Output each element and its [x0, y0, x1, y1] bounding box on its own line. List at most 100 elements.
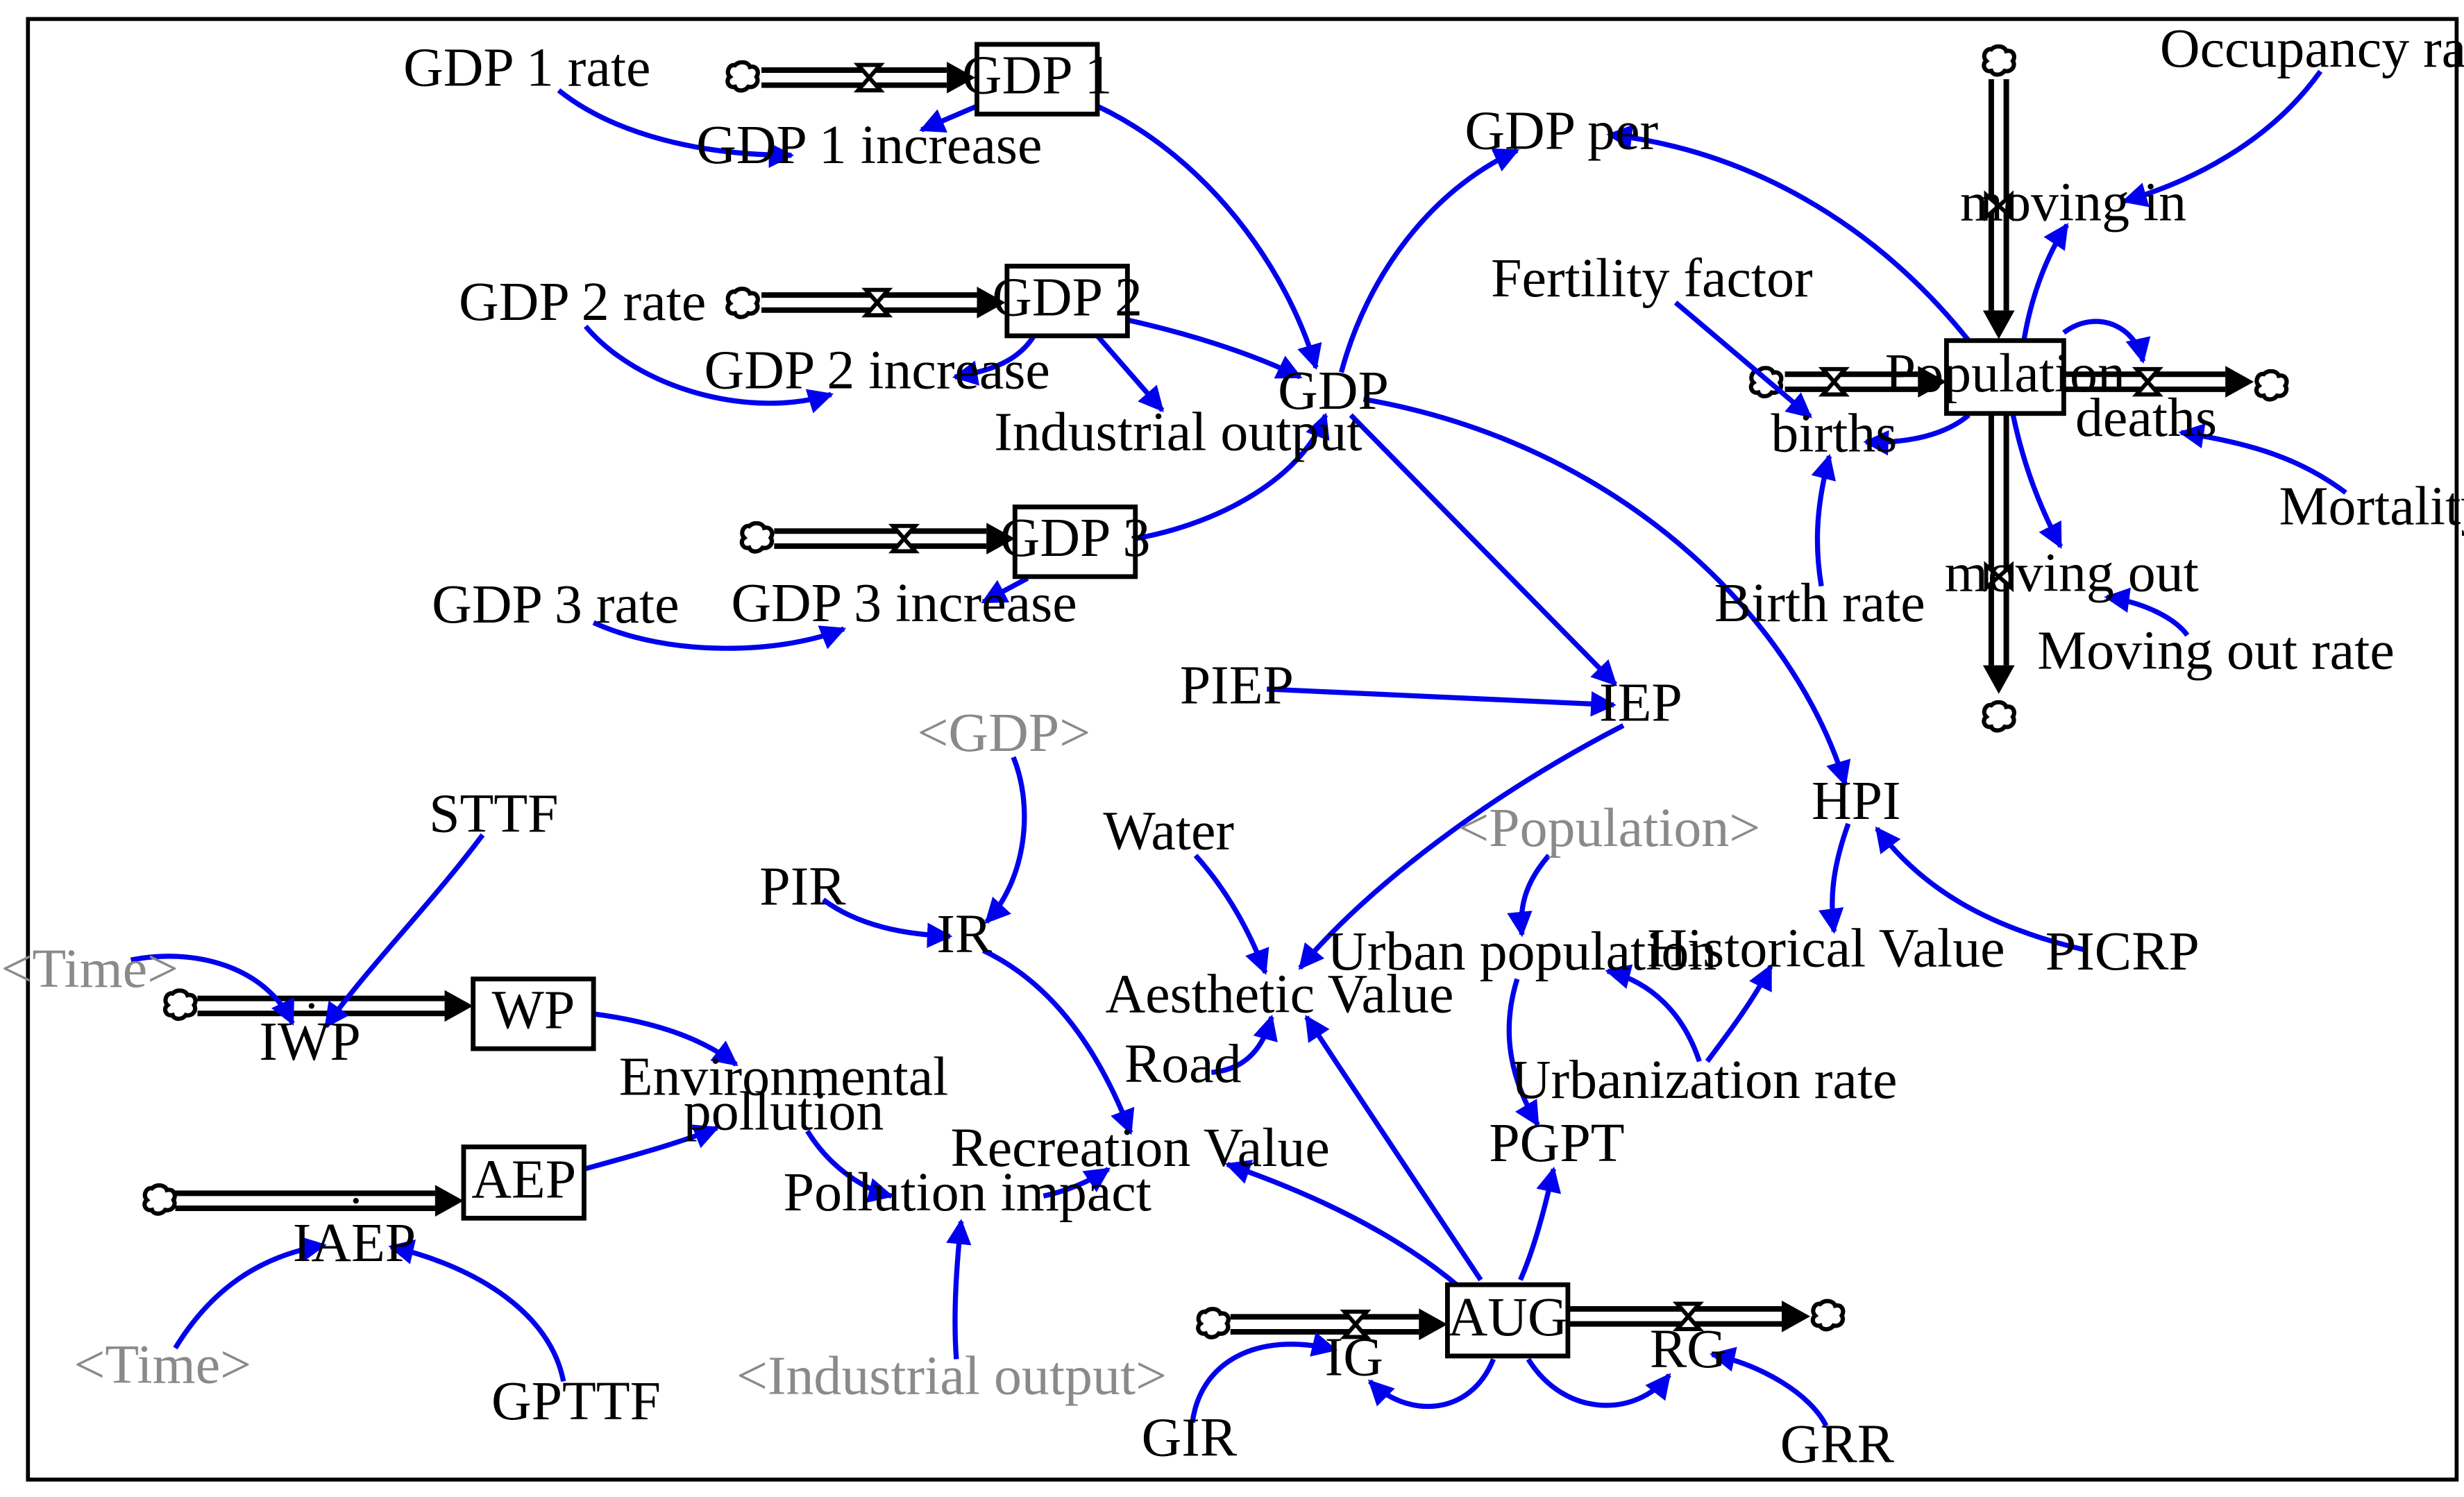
- link-movingoutrate-movingout: [2104, 587, 2190, 637]
- var-iep[interactable]: IEP: [1599, 673, 1682, 734]
- var-water[interactable]: Water: [1103, 801, 1234, 862]
- valve-ig: [1340, 1309, 1372, 1339]
- link-aug-rg: [1526, 1358, 1671, 1408]
- link-gdp1rate-gdp1increase: [557, 88, 795, 168]
- shadow-population[interactable]: <Population>: [1458, 797, 1760, 859]
- var-urban-population[interactable]: Urban population: [1327, 921, 1716, 982]
- var-gdp3-rate[interactable]: GDP 3 rate: [432, 574, 679, 635]
- var-urbanization-rate[interactable]: Urbanization rate: [1511, 1049, 1898, 1110]
- var-gir[interactable]: GIR: [1142, 1407, 1238, 1469]
- link-urbanpopulation-pgpt: [1506, 978, 1540, 1127]
- link-population-movingout: [2010, 414, 2064, 549]
- flow-moving-in[interactable]: moving in: [1960, 171, 2186, 232]
- link-fertility-births: [1673, 301, 1812, 419]
- link-gdp3rate-gdp3increase: [592, 620, 847, 651]
- shadow-time-1[interactable]: <Time>: [1, 938, 178, 999]
- flow-gdp3-increase[interactable]: GDP 3 increase: [731, 573, 1077, 634]
- var-aesthetic-value[interactable]: Aesthetic Value: [1105, 964, 1453, 1025]
- link-gdp2-industrialoutput: [1095, 334, 1165, 412]
- flow-ig[interactable]: IG: [1325, 1326, 1383, 1387]
- flow-iwp[interactable]: IWP: [259, 1011, 360, 1072]
- var-industrial-output[interactable]: Industrial output: [994, 401, 1362, 462]
- var-fertility-factor[interactable]: Fertility factor: [1491, 248, 1813, 309]
- flow-rg[interactable]: RG: [1650, 1319, 1727, 1380]
- link-population-deaths: [2062, 319, 2151, 364]
- link-gdp3-gdp3increase: [981, 575, 1029, 604]
- var-environmental-pollution[interactable]: Environmental pollution: [619, 1046, 949, 1142]
- var-gdp[interactable]: GDP: [1278, 360, 1389, 421]
- var-historical-value[interactable]: Historical Value: [1647, 917, 2005, 979]
- link-gdp2-gdp2increase: [952, 334, 1036, 386]
- cloud-icon: [727, 289, 757, 317]
- var-sttf[interactable]: STTF: [429, 783, 558, 844]
- var-grr[interactable]: GRR: [1780, 1414, 1895, 1475]
- stock-gdp3[interactable]: GDP 3: [1000, 504, 1151, 580]
- cloud-icon: [1813, 1301, 1843, 1330]
- var-pir[interactable]: PIR: [759, 856, 846, 917]
- valve-gdp1-increase: [853, 62, 885, 93]
- stock-aug[interactable]: AUG: [1445, 1282, 1571, 1359]
- valve-moving-in: [1984, 190, 2014, 222]
- cloud-icon: [1198, 1309, 1228, 1337]
- var-pgpt[interactable]: PGPT: [1489, 1113, 1624, 1174]
- var-piep[interactable]: PIEP: [1180, 655, 1294, 716]
- flow-gdp2-increase[interactable]: GDP 2 increase: [704, 339, 1050, 400]
- flow-births[interactable]: births: [1771, 403, 1897, 464]
- cloud-icon: [1984, 46, 2014, 75]
- shadow-gdp[interactable]: <GDP>: [917, 702, 1090, 763]
- var-gdp2-rate[interactable]: GDP 2 rate: [459, 271, 706, 332]
- valve-moving-out: [1984, 561, 2014, 593]
- link-wp-environmentalpollution: [593, 1011, 739, 1067]
- var-occupancy-rate[interactable]: Occupancy rate: [2160, 18, 2464, 79]
- var-gdp1-rate[interactable]: GDP 1 rate: [403, 37, 650, 98]
- stock-wp-label: WP: [491, 979, 575, 1040]
- var-moving-out-rate[interactable]: Moving out rate: [2037, 620, 2395, 681]
- var-road[interactable]: Road: [1124, 1033, 1242, 1094]
- link-water-aestheticvalue: [1193, 854, 1269, 975]
- flow-deaths[interactable]: deaths: [2075, 387, 2217, 448]
- diagram-frame: [26, 17, 2459, 1482]
- var-gdp-per[interactable]: GDP per: [1465, 101, 1658, 162]
- link-urbanizationrate-historicalvalue: [1705, 964, 1773, 1063]
- var-gpttf[interactable]: GPTTF: [491, 1371, 661, 1432]
- var-recreation-value[interactable]: Recreation Value: [950, 1117, 1329, 1178]
- link-environmentalpollution-pollutionimpact: [805, 1129, 894, 1203]
- var-ir[interactable]: IR: [936, 904, 993, 965]
- stock-gdp2[interactable]: GDP 2: [992, 264, 1142, 339]
- shadow-industrial-output[interactable]: <Industrial output>: [736, 1346, 1167, 1407]
- link-iep-aestheticvalue: [1298, 723, 1625, 970]
- var-mortality[interactable]: Mortality: [2279, 476, 2464, 537]
- link-gdp-gdpper: [1338, 148, 1520, 373]
- cloud-icon: [2256, 371, 2287, 400]
- shadow-time-2[interactable]: <Time>: [74, 1335, 251, 1396]
- stocks: GDP 1 GDP 2 GDP 3 Population WP AEP AUG: [461, 42, 2125, 1359]
- flow-iaep[interactable]: IAEP: [293, 1212, 416, 1274]
- flow-valves: [308, 62, 2163, 1339]
- link-gdp1-gdp1increase: [919, 103, 978, 133]
- var-hpi[interactable]: HPI: [1812, 770, 1901, 831]
- link-gdp-iep: [1349, 413, 1617, 686]
- stock-aep-label: AEP: [471, 1149, 576, 1210]
- shadow-variables: <GDP> <Population> <Time> <Time> <Indust…: [1, 702, 1760, 1407]
- link-aug-ig: [1367, 1358, 1496, 1409]
- var-birth-rate[interactable]: Birth rate: [1714, 573, 1925, 634]
- link-gir-ig: [1190, 1332, 1338, 1423]
- flow-gdp1-increase[interactable]: GDP 1 increase: [696, 115, 1042, 176]
- stock-gdp1[interactable]: GDP 1: [962, 42, 1113, 117]
- flow-moving-out[interactable]: moving out: [1945, 542, 2199, 603]
- stock-population[interactable]: Population: [1885, 338, 2125, 416]
- link-aug-pgpt: [1518, 1166, 1562, 1281]
- auxiliary-variables: GDP 1 rate GDP 2 rate GDP 3 rate GDP Ind…: [403, 18, 2464, 1475]
- valve-gdp3-increase: [888, 523, 920, 554]
- link-piep-iep: [1267, 686, 1617, 717]
- var-pollution-impact[interactable]: Pollution impact: [784, 1162, 1151, 1223]
- var-picrp[interactable]: PICRP: [2045, 921, 2200, 982]
- link-time-iwp: [130, 954, 295, 1026]
- link-birthrate-births: [1811, 453, 1836, 587]
- stock-gdp2-label: GDP 2: [992, 267, 1142, 328]
- stock-aep[interactable]: AEP: [461, 1144, 587, 1221]
- stock-wp[interactable]: WP: [471, 976, 596, 1051]
- flow-labels: GDP 1 increase GDP 2 increase GDP 3 incr…: [259, 115, 2217, 1387]
- link-gdp-hpi: [1362, 396, 1851, 787]
- link-population-gdpper: [1606, 124, 1971, 343]
